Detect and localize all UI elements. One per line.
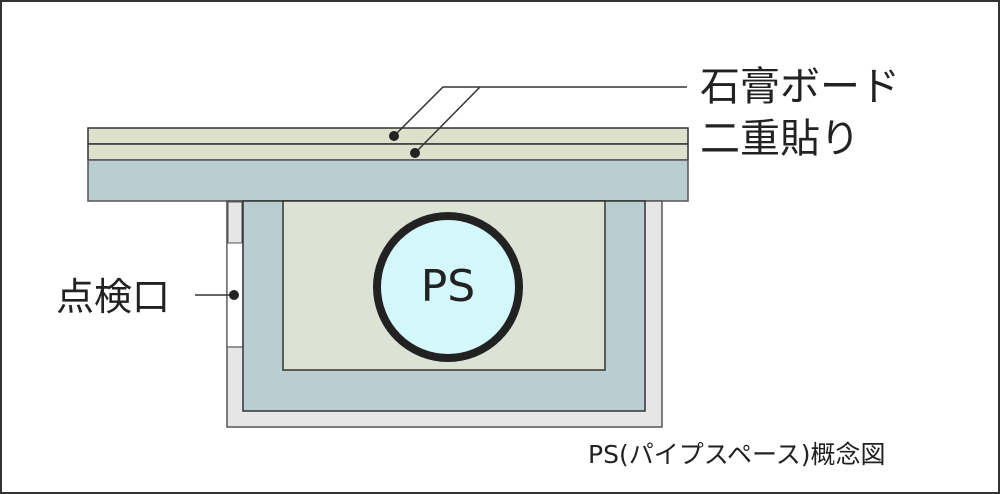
inspection-port-frame (227, 201, 243, 244)
gypsum-board-layer-1 (87, 127, 689, 145)
label-inspection-port: 点検口 (56, 275, 171, 319)
gypsum-board-layer-2 (87, 143, 689, 161)
floor-slab (87, 159, 689, 202)
leader-line-board-2 (414, 86, 481, 154)
leader-dot-board-2 (410, 148, 420, 158)
label-gypsum-board: 石膏ボード (700, 64, 900, 110)
leader-dot-inspection (229, 290, 239, 300)
label-ps: PS (420, 261, 476, 312)
caption: PS(パイプスペース)概念図 (588, 440, 886, 469)
pipe-circle (373, 212, 523, 362)
label-double-layer: 二重貼り (700, 116, 860, 162)
leader-dot-board-1 (389, 131, 399, 141)
leader-line-board-1 (393, 86, 687, 137)
